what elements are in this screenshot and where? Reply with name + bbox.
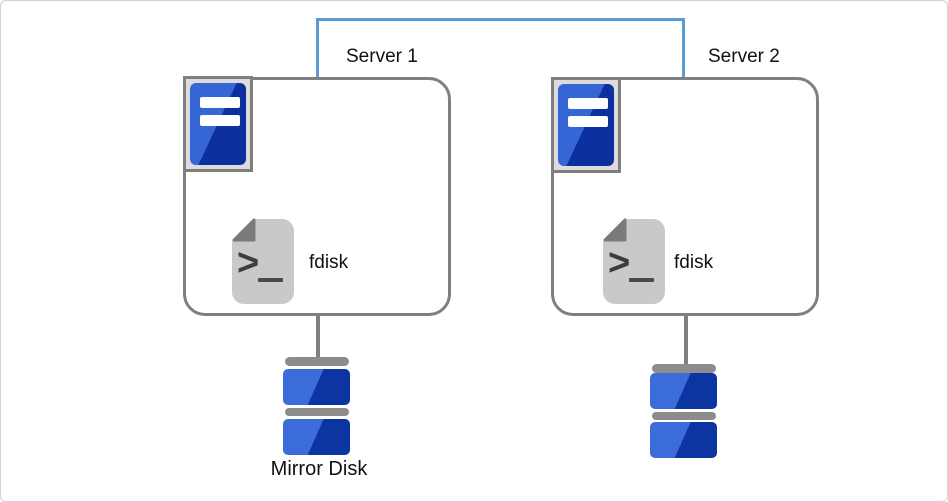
disk-icon (650, 373, 717, 409)
server2-disk-connector-line (684, 315, 688, 366)
server2-label: Server 2 (708, 46, 780, 67)
server-tower-icon (558, 84, 614, 166)
fdisk-terminal-file-icon: > (603, 218, 665, 304)
prompt-glyph: > (237, 242, 259, 284)
server1-fdisk-label: fdisk (309, 252, 349, 273)
disk-platter-cap-icon (285, 357, 349, 366)
server1-icon (183, 76, 253, 172)
fdisk-terminal-file-icon: > (232, 218, 294, 304)
server-tower-icon (190, 83, 246, 165)
server2-icon (551, 77, 621, 173)
disk-platter-cap-icon (285, 408, 349, 416)
mirror-disk-label: Mirror Disk (270, 458, 368, 480)
disk-icon (650, 422, 717, 458)
server2-fdisk-label: fdisk (674, 252, 714, 273)
disk-platter-cap-icon (652, 364, 716, 373)
disk-platter-cap-icon (652, 412, 716, 420)
server1-disk-connector-line (316, 315, 320, 359)
disk-icon (283, 369, 350, 405)
server-drive-slot-icon (200, 115, 240, 126)
server1-label: Server 1 (346, 46, 418, 67)
prompt-glyph: > (608, 242, 630, 284)
server-drive-slot-icon (568, 98, 608, 109)
server-interconnect-line (316, 18, 685, 77)
server-drive-slot-icon (568, 116, 608, 127)
disk-icon (283, 419, 350, 455)
server-drive-slot-icon (200, 97, 240, 108)
